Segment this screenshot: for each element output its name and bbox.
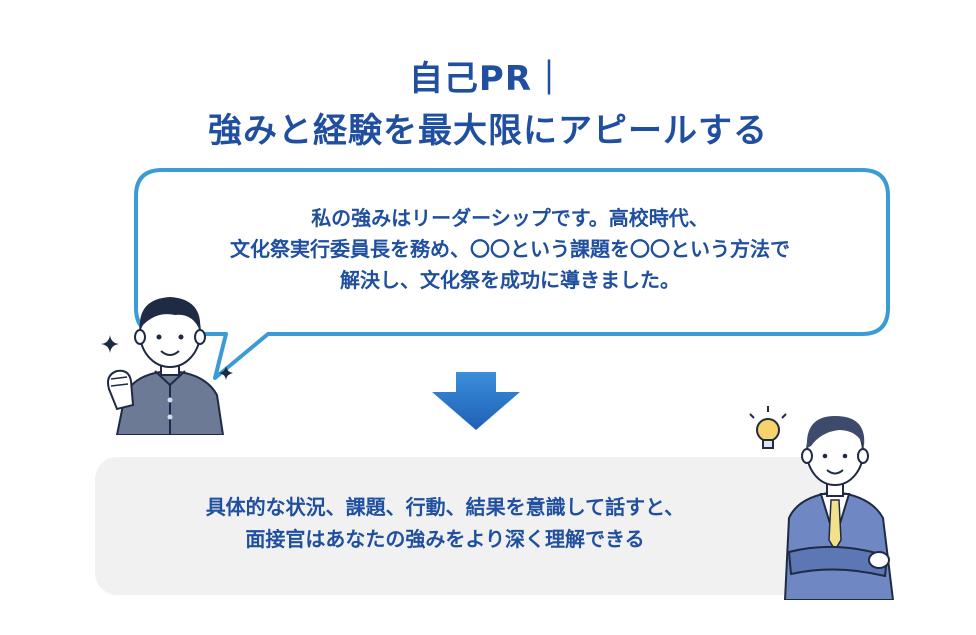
down-arrow-icon: [432, 372, 520, 430]
speech-line-1: 私の強みはリーダーシップです。高校時代、: [311, 206, 709, 230]
advice-box: [95, 457, 843, 595]
advice-text: 具体的な状況、課題、行動、結果を意識して話すと、 面接官はあなたの強みをより深く…: [95, 491, 795, 555]
lightbulb-icon: [749, 406, 787, 449]
businessman-illustration: [783, 416, 895, 600]
speech-line-2: 文化祭実行委員長を務め、〇〇という課題を〇〇という方法で: [230, 237, 790, 261]
speech-line-3: 解決し、文化祭を成功に導きました。: [340, 268, 680, 292]
page-title-line1: 自己PR｜: [408, 59, 568, 99]
advice-line-1: 具体的な状況、課題、行動、結果を意識して話すと、: [205, 495, 685, 519]
page-title-line2: 強みと経験を最大限にアピールする: [208, 111, 768, 151]
sparkle-icon: [101, 335, 119, 353]
advice-line-2: 面接官はあなたの強みをより深く理解できる: [245, 527, 645, 551]
speech-text: 私の強みはリーダーシップです。高校時代、 文化祭実行委員長を務め、〇〇という課題…: [150, 203, 870, 296]
student-illustration: [107, 297, 225, 435]
sparkle-icon: [219, 366, 233, 380]
